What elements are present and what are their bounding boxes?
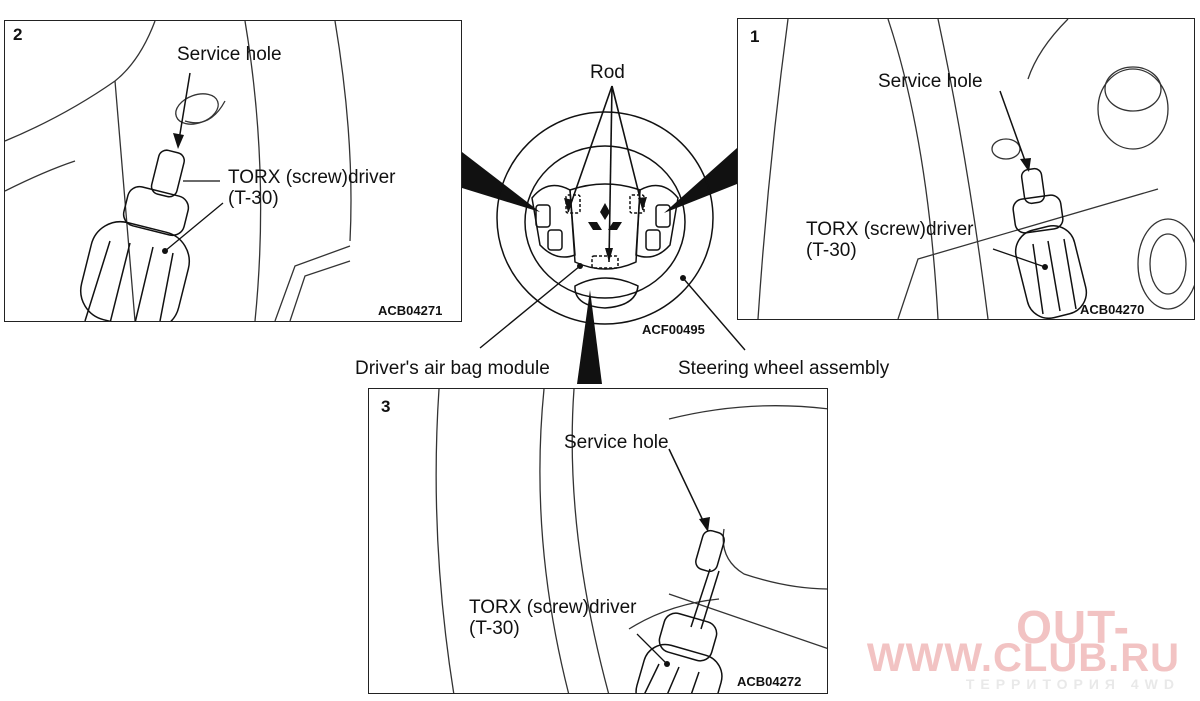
panel-2-code: ACB04271 bbox=[378, 303, 443, 318]
panel-2-tool-size-label: (T-30) bbox=[228, 188, 279, 209]
panel-2-service-hole-label: Service hole bbox=[177, 44, 282, 65]
panel-2-tool-label: TORX (screw)driver bbox=[228, 167, 396, 188]
panel-3-drawing bbox=[435, 389, 827, 693]
panel-1-drawing bbox=[757, 19, 1194, 319]
mitsubishi-logo-icon bbox=[588, 203, 622, 230]
panel-2: 2 Service hole TORX (screw)driver (T-30)… bbox=[4, 20, 462, 322]
rod-label: Rod bbox=[590, 62, 625, 83]
panel-1-number: 1 bbox=[750, 27, 760, 46]
panel-3-service-hole-label: Service hole bbox=[564, 432, 669, 453]
panel-2-drawing bbox=[5, 21, 352, 321]
watermark-line-2: WWW.CLUB.RU bbox=[866, 636, 1180, 680]
panel-3-tool-size-label: (T-30) bbox=[469, 618, 520, 639]
screwdriver-icon bbox=[635, 529, 725, 693]
figure-code: ACF00495 bbox=[642, 322, 705, 337]
watermark-line-1: OUT- bbox=[1016, 601, 1130, 653]
panel-3-number: 3 bbox=[381, 397, 391, 416]
panel-3-tool-label: TORX (screw)driver bbox=[469, 597, 637, 618]
panel-1-tool-label: TORX (screw)driver bbox=[806, 219, 974, 240]
panel-2-number: 2 bbox=[13, 25, 23, 44]
wheel-rim-inner bbox=[524, 145, 686, 299]
lower-spoke-opening bbox=[574, 277, 639, 309]
watermark-line-3: ТЕРРИТОРИЯ 4WD bbox=[965, 676, 1180, 692]
panel-1-service-hole-label: Service hole bbox=[878, 71, 983, 92]
panel-3-code: ACB04272 bbox=[737, 674, 802, 689]
right-spoke bbox=[635, 184, 679, 258]
panel-1-code: ACB04270 bbox=[1080, 302, 1145, 317]
airbag-pad bbox=[569, 183, 641, 270]
wheel-rim-outer bbox=[496, 111, 714, 325]
steering-wheel-label: Steering wheel assembly bbox=[678, 358, 890, 379]
pointer-wedge-panel-2 bbox=[462, 152, 540, 212]
screwdriver-icon bbox=[80, 149, 190, 321]
pointer-wedge-panel-1 bbox=[664, 148, 737, 213]
airbag-module-label: Driver's air bag module bbox=[355, 358, 550, 379]
panel-3: 3 Service hole TORX (screw)driver (T-30)… bbox=[368, 388, 828, 694]
left-spoke bbox=[531, 184, 576, 258]
screwdriver-icon bbox=[1012, 167, 1088, 319]
panel-1-tool-size-label: (T-30) bbox=[806, 240, 857, 261]
pointer-wedge-panel-3 bbox=[577, 290, 602, 384]
panel-1: 1 Service hole TORX (screw)driver (T-30)… bbox=[737, 18, 1195, 320]
